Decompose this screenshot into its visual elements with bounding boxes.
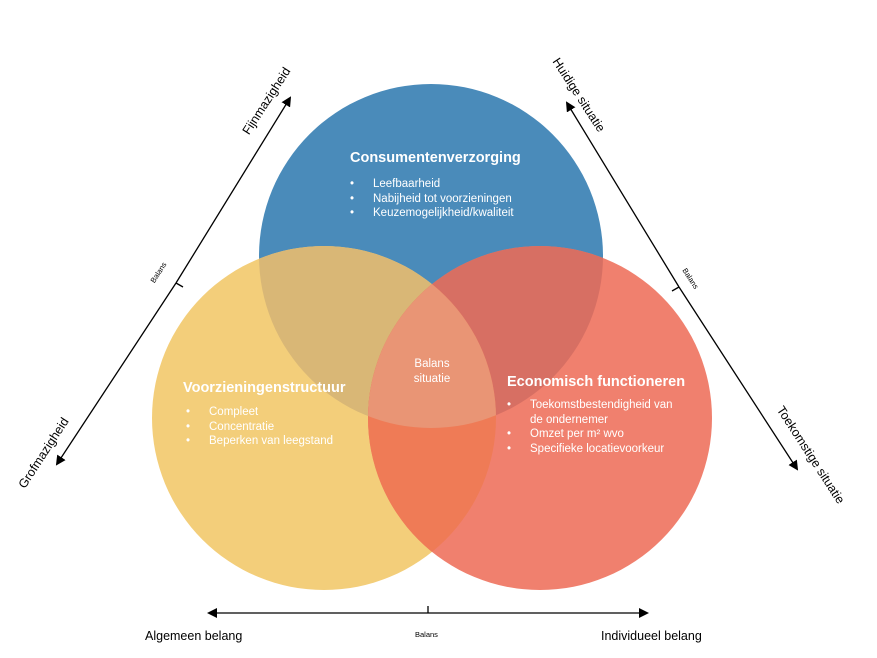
- bullet-list-voorzieningenstructuur: •Compleet •Concentratie •Beperken van le…: [186, 405, 333, 449]
- bottom-axis-end-label: Individueel belang: [601, 629, 702, 643]
- list-item: •Beperken van leegstand: [186, 435, 334, 447]
- bullet-icon: •: [350, 207, 355, 219]
- center-balans-label: Balans situatie: [413, 358, 451, 385]
- bullet-icon: •: [186, 406, 191, 418]
- bullet-list-consumentenverzorging: •Leefbaarheid •Nabijheid tot voorziening…: [350, 177, 514, 221]
- bullet-icon: •: [186, 435, 191, 447]
- right-axis-lower-arrow: [678, 286, 799, 471]
- bullet-icon: •: [350, 178, 355, 190]
- right-axis-upper-arrow: [565, 101, 680, 288]
- left-axis-lower-arrow: [55, 282, 177, 466]
- list-item: •Omzet per m² wvo: [507, 428, 624, 440]
- list-item: •Concentratie: [186, 420, 275, 433]
- bullet-icon: •: [507, 399, 512, 411]
- circle-title-voorzieningenstructuur: Voorzieningenstructuur: [183, 380, 346, 396]
- list-item: •Nabijheid tot voorzieningen: [350, 192, 512, 205]
- bullet-icon: •: [350, 192, 355, 205]
- bottom-axis-start-label: Algemeen belang: [145, 629, 243, 643]
- overlap-all-three: [368, 246, 496, 428]
- circle-title-consumentenverzorging: Consumentenverzorging: [350, 150, 521, 166]
- bullet-icon: •: [507, 442, 512, 455]
- bullet-icon: •: [186, 420, 191, 433]
- list-item: •Specifieke locatievoorkeur: [507, 442, 665, 455]
- list-item: •Leefbaarheid: [350, 178, 441, 190]
- circle-title-economisch-functioneren: Economisch functioneren: [507, 374, 686, 390]
- right-axis-tick: [671, 286, 680, 292]
- bullet-icon: •: [507, 428, 512, 440]
- bottom-axis-mid-label: Balans: [415, 630, 438, 639]
- list-item: •Compleet: [186, 406, 259, 418]
- left-axis-upper-arrow: [175, 96, 292, 284]
- left-axis-tick: [175, 282, 184, 288]
- list-item: •Keuzemogelijkheid/kwaliteit: [350, 207, 514, 219]
